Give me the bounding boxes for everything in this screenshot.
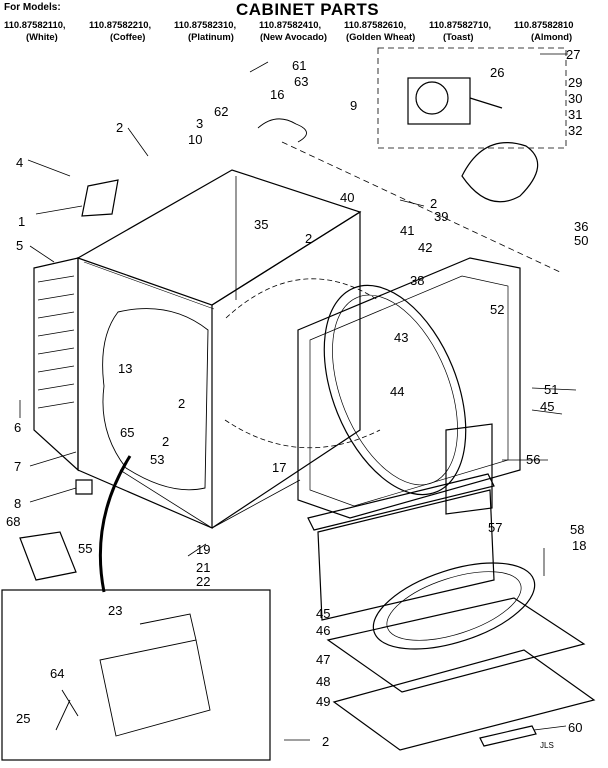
callout-label: 27 [566,47,580,62]
door-opening [323,284,467,496]
callout-label: 42 [418,240,432,255]
callout-label: 2 [162,434,169,449]
for-models-label: For Models: [4,2,61,13]
callout-label: 49 [316,694,330,709]
callout-label: 32 [568,123,582,138]
callout-label: 2 [322,734,329,749]
callout-label: 17 [272,460,286,475]
callout-label: 5 [16,238,23,253]
corner-mark: JLS [540,741,554,750]
wire-harness [257,118,307,143]
callout-label: 21 [196,560,210,575]
callout-label: 36 [574,219,588,234]
callout-label: 10 [188,132,202,147]
callout-label: 29 [568,75,582,90]
bracket [81,179,119,217]
callout-label: 39 [434,209,448,224]
callout-label: 55 [78,541,92,556]
callout-label: 46 [316,623,330,638]
callout-label: 61 [292,58,306,73]
motor-assembly [377,47,567,149]
callout-label: 58 [570,522,584,537]
label-plate [19,531,77,581]
inset-leader [98,455,132,593]
callout-label: 8 [14,496,21,511]
callout-labels: 1 2 2 2 2 2 2 3 4 5 6 7 8 9 10 13 16 17 … [6,47,588,750]
model-color: (Golden Wheat) [346,31,416,42]
model-number: 110.87582710, [429,19,492,30]
callout-label: 52 [490,302,504,317]
callout-label: 1 [18,214,25,229]
callout-label: 68 [6,514,20,529]
callout-label: 35 [254,217,268,232]
callout-label: 16 [270,87,284,102]
callout-label: 23 [108,603,122,618]
callout-label: 56 [526,452,540,467]
callout-label: 19 [196,542,210,557]
model-number: 110.87582310, [174,19,237,30]
callout-label: 51 [544,382,558,397]
callout-label: 45 [540,399,554,414]
callout-label: 48 [316,674,330,689]
callout-label: 30 [568,91,582,106]
model-number: 110.87582410, [259,19,322,30]
model-color: (White) [26,31,58,42]
callout-label: 4 [16,155,23,170]
model-number: 110.87582210, [89,19,152,30]
callout-label: 18 [572,538,586,553]
model-number: 110.87582810 [514,19,574,30]
callout-label: 22 [196,574,210,589]
inset-terminal-block [1,589,271,761]
foot [75,479,93,495]
callout-label: 50 [574,233,588,248]
callout-label: 62 [214,104,228,119]
model-color: (Toast) [443,31,474,42]
callout-label: 53 [150,452,164,467]
callout-label: 45 [316,606,330,621]
leader-lines [19,53,577,741]
callout-label: 25 [16,711,30,726]
callout-label: 63 [294,74,308,89]
model-color: (New Avocado) [260,31,328,42]
callout-label: 2 [430,196,437,211]
callout-label: 44 [390,384,404,399]
page-title: CABINET PARTS [236,0,380,19]
model-color: (Almond) [531,31,573,42]
callout-label: 43 [394,330,408,345]
callout-label: 60 [568,720,582,735]
callout-label: 41 [400,223,414,238]
callout-label: 65 [120,425,134,440]
callout-label: 2 [178,396,185,411]
callout-label: 3 [196,116,203,131]
rear-panel [33,257,79,472]
callout-label: 13 [118,361,132,376]
cabinet-body [77,169,381,529]
door [307,473,536,650]
callout-label: 9 [350,98,357,113]
callout-label: 6 [14,420,21,435]
callout-label: 26 [490,65,504,80]
model-number: 110.87582110, [4,19,66,30]
toe-panel [445,423,493,515]
callout-label: 40 [340,190,354,205]
callout-label: 7 [14,459,21,474]
callout-label: 47 [316,652,330,667]
model-color: (Coffee) [110,31,146,42]
top-rail [281,141,561,273]
model-color: (Platinum) [188,31,234,42]
callout-label: 31 [568,107,582,122]
callout-label: 2 [116,120,123,135]
callout-label: 2 [305,231,312,246]
drive-belt [461,142,539,203]
callout-label: 38 [410,273,424,288]
front-panel [297,257,521,519]
door-panel [326,597,596,751]
callout-label: 64 [50,666,64,681]
callout-label: 57 [488,520,502,535]
model-number: 110.87582610, [344,19,407,30]
